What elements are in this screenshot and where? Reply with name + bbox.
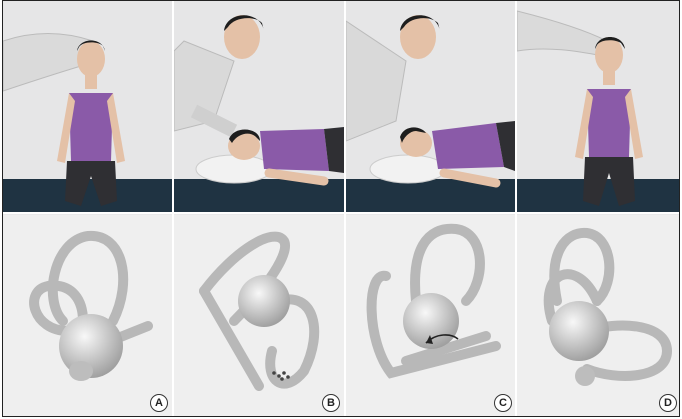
panel-a: A <box>3 1 172 416</box>
panel-b: B <box>174 1 344 416</box>
patient-head <box>77 41 105 77</box>
panel-d-illustration <box>517 1 679 416</box>
panel-label-c: C <box>494 394 512 412</box>
panel-c-illustration <box>346 1 515 416</box>
panel-b-illustration <box>174 1 344 416</box>
patient-shirt <box>69 93 113 161</box>
panel-c: C <box>346 1 515 416</box>
panel-label-b: B <box>322 394 340 412</box>
panel-label-d: D <box>659 394 677 412</box>
row-divider <box>3 212 679 214</box>
panel-label-a: A <box>150 394 168 412</box>
panel-d: D <box>517 1 679 416</box>
panel-a-illustration <box>3 1 172 416</box>
